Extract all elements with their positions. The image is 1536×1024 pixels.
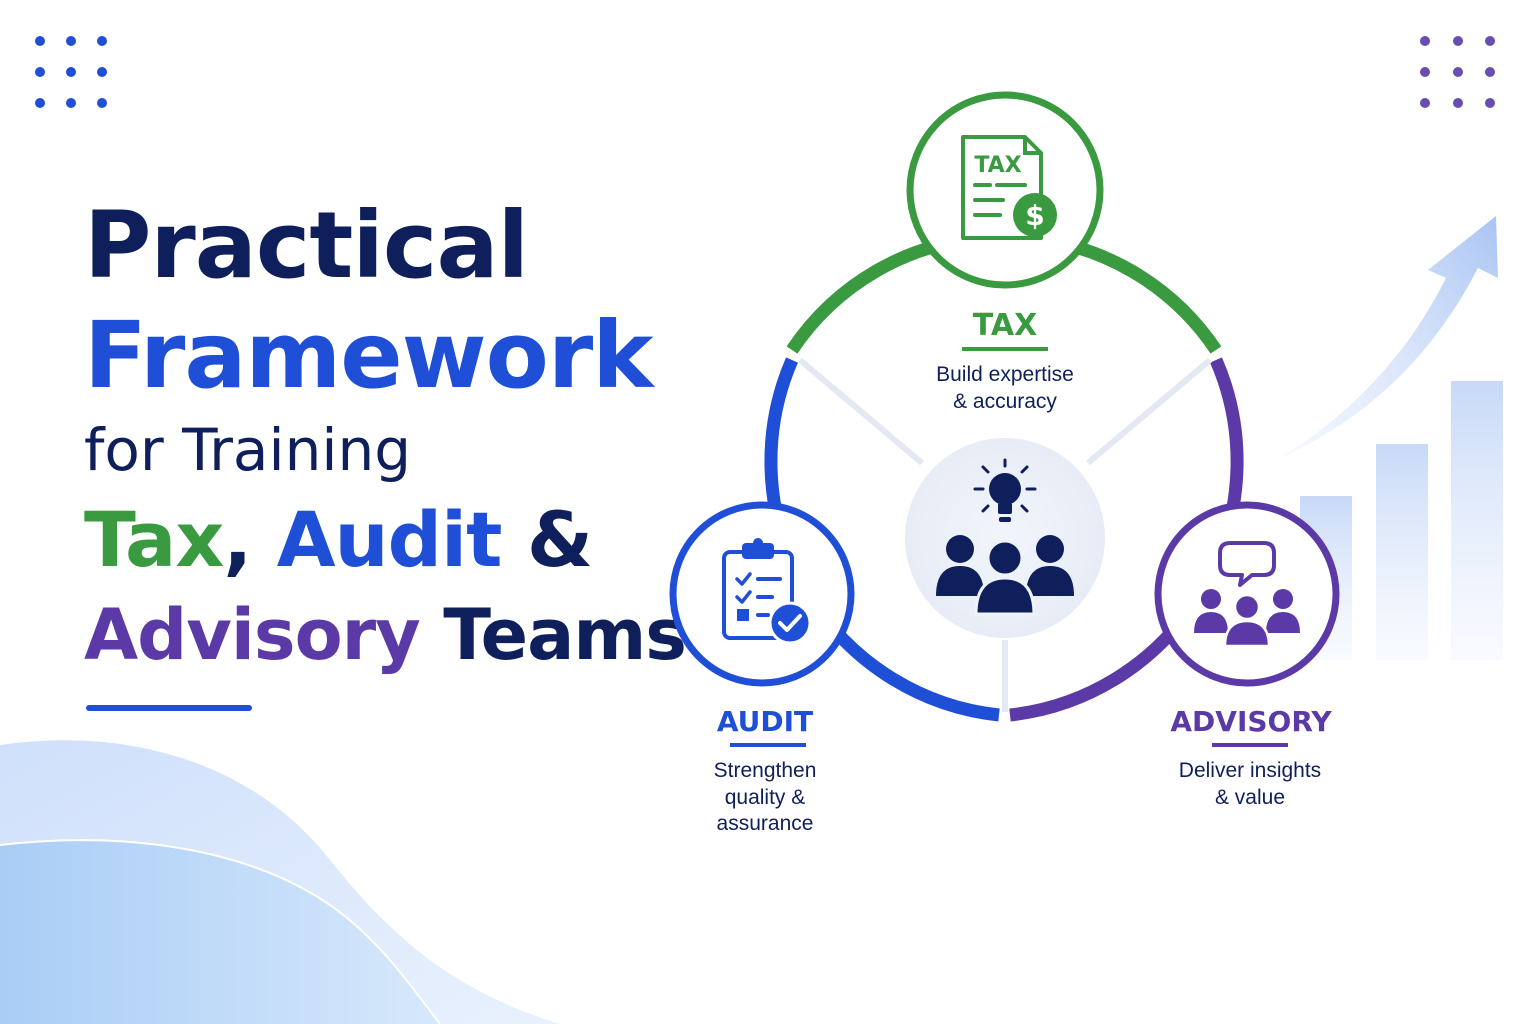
title-word-audit: Audit xyxy=(276,495,503,584)
title-word-tax: Tax xyxy=(84,495,224,584)
audit-desc-line1: Strengthen xyxy=(714,759,817,782)
clipboard-checklist-icon xyxy=(722,538,812,645)
team-people-icon xyxy=(936,535,1074,616)
dollar-sign-glyph: $ xyxy=(1025,199,1044,232)
tax-desc-line1: Build expertise xyxy=(936,363,1074,386)
title-ampersand: & xyxy=(501,495,593,584)
spoke-right xyxy=(1086,357,1212,466)
tax-label: TAX xyxy=(973,308,1037,343)
advisory-label-underline xyxy=(1212,743,1288,747)
audit-desc-line2: quality & xyxy=(725,786,806,809)
speech-bubble-people-icon xyxy=(1194,541,1300,648)
title-comma: , xyxy=(223,495,277,584)
background-wave-front xyxy=(0,840,440,1024)
advisory-desc-line1: Deliver insights xyxy=(1179,759,1321,782)
center-hub xyxy=(905,438,1105,638)
tax-document-dollar-icon: TAX $ xyxy=(961,135,1057,240)
framework-ring xyxy=(764,230,1244,722)
title-line-framework: Framework xyxy=(84,302,653,409)
tax-desc-line2: & accuracy xyxy=(953,390,1057,413)
title-word-advisory: Advisory xyxy=(84,594,421,676)
background-wave-back xyxy=(0,740,560,1024)
advisory-node: ADVISORY Deliver insights & value xyxy=(1154,501,1340,809)
title-underline xyxy=(86,705,252,711)
advisory-desc-line2: & value xyxy=(1215,786,1285,809)
spoke-left xyxy=(798,357,924,466)
title-line-for-training: for Training xyxy=(84,416,412,484)
tax-label-underline xyxy=(962,347,1048,351)
audit-label: AUDIT xyxy=(717,705,813,738)
ring-arc-advisory xyxy=(1009,357,1244,722)
audit-label-underline xyxy=(730,743,806,747)
growth-bar-chart-decoration xyxy=(1300,381,1503,660)
ring-arc-audit xyxy=(764,357,1000,722)
ring-arc-tax xyxy=(786,230,1222,354)
audit-desc-line3: assurance xyxy=(717,812,814,835)
background-wave-line xyxy=(0,839,441,1024)
title-line-practical: Practical xyxy=(84,192,529,299)
title-word-teams: Teams xyxy=(419,594,687,676)
title-line-tax-audit: Tax, Audit & xyxy=(84,495,593,584)
lightbulb-icon xyxy=(973,458,1037,522)
growth-arrow-decoration xyxy=(1280,216,1498,458)
title-line-advisory-teams: Advisory Teams xyxy=(84,594,687,676)
tax-icon-text: TAX xyxy=(974,153,1021,178)
tax-node: TAX $ TAX Build expertise & accuracy xyxy=(906,91,1104,413)
dot-grid-top-right xyxy=(1420,36,1495,108)
advisory-label: ADVISORY xyxy=(1170,705,1332,738)
audit-node: AUDIT Strengthen quality & assurance xyxy=(669,501,855,835)
lightbulb-team-icon xyxy=(936,458,1074,616)
dot-grid-top-left xyxy=(35,36,107,108)
